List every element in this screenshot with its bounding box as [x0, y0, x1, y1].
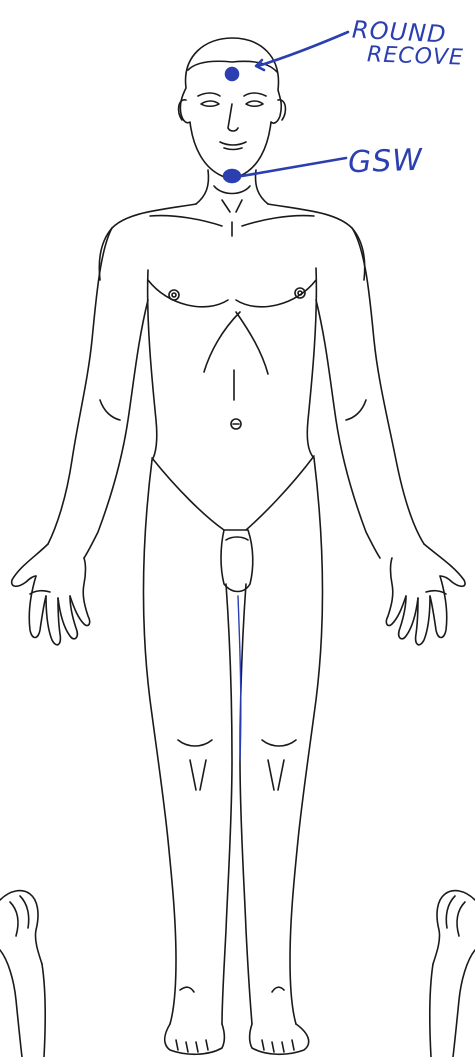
legs-outline — [143, 458, 322, 1024]
side-hand-right — [430, 891, 475, 1057]
right-arm-outline — [316, 228, 424, 558]
neck-annotation: GSW — [347, 143, 423, 181]
groin-outline — [221, 530, 253, 592]
forehead-arrow-line — [258, 32, 348, 66]
left-arm-outline — [48, 228, 148, 558]
right-hand-outline — [386, 544, 465, 645]
forehead-wound-marker — [226, 68, 238, 80]
torso-outline — [99, 204, 364, 530]
side-hand-left — [0, 891, 45, 1057]
neck-wound-marker — [224, 170, 240, 182]
forehead-annotation-line2: RECOVE — [367, 42, 465, 70]
left-hand-outline — [12, 544, 90, 645]
feet-outline — [165, 1024, 309, 1054]
head-outline — [179, 38, 286, 178]
